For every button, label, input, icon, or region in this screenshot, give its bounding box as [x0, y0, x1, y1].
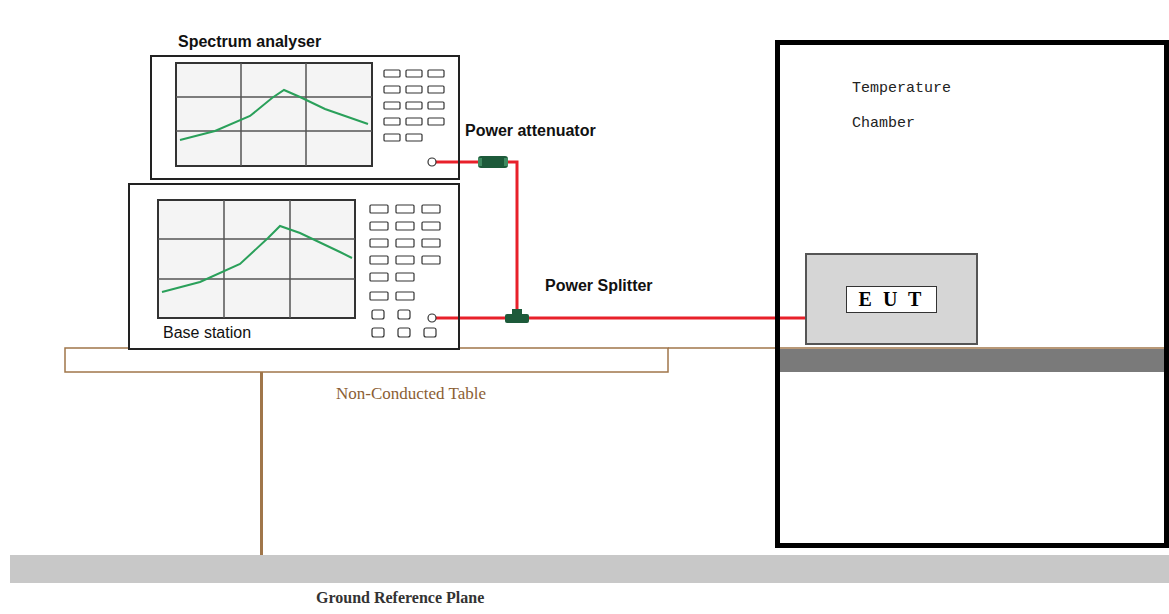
- plane-label: Ground Reference Plane: [316, 589, 484, 607]
- grid-line: [158, 278, 355, 280]
- button: [406, 134, 422, 141]
- node-text: Temperature Chamber: [852, 71, 960, 141]
- button: [370, 205, 388, 213]
- button: [384, 70, 400, 77]
- plane-label-holder: Ground Reference Plane: [316, 589, 484, 607]
- rf-cable: [508, 162, 517, 309]
- button: [370, 222, 388, 230]
- screen-grid: [176, 63, 372, 166]
- button: [422, 222, 440, 230]
- temperature-chamber: Temperature Chamber E U T: [775, 40, 1169, 548]
- attenuator-box: Power attenuator: [478, 156, 508, 168]
- button: [396, 239, 414, 247]
- node-text: Power Splitter: [545, 277, 653, 295]
- node-text: Spectrum analyser: [178, 33, 321, 51]
- button: [406, 102, 422, 109]
- rf-port: [428, 158, 436, 166]
- instrument-body: [128, 183, 460, 348]
- button: [370, 256, 388, 264]
- button: [428, 70, 444, 77]
- button-panel: [384, 70, 444, 141]
- button: [398, 310, 410, 319]
- button: [396, 292, 414, 300]
- grid-line: [305, 63, 307, 166]
- button: [370, 273, 388, 281]
- eut-box: E U T: [805, 253, 978, 345]
- instrument-box: Spectrum analyser: [150, 55, 460, 180]
- attenuator-end: [504, 158, 508, 166]
- rf-port: [428, 314, 436, 322]
- attenuator-symbol: [478, 156, 508, 168]
- table-leg: [260, 372, 263, 555]
- instrument-box: Base station: [128, 183, 460, 350]
- table-label-holder: Non-Conducted Table: [336, 384, 486, 404]
- cable: [435, 161, 460, 164]
- node-text: Base station: [163, 324, 251, 342]
- ground-plane: [10, 555, 1169, 583]
- instrument-screen: [176, 63, 372, 166]
- splitter-box: Power Splitter: [505, 309, 529, 327]
- rf-cable: [460, 317, 505, 320]
- table-label: Non-Conducted Table: [336, 384, 486, 404]
- button: [428, 118, 444, 125]
- button: [372, 310, 384, 319]
- grid-line: [289, 200, 291, 318]
- button: [396, 205, 414, 213]
- grid-line: [158, 238, 355, 240]
- button: [396, 222, 414, 230]
- button: [396, 273, 414, 281]
- grid-line: [223, 200, 225, 318]
- screen-grid: [158, 200, 355, 318]
- cable: [436, 317, 460, 320]
- button: [384, 102, 400, 109]
- button: [406, 118, 422, 125]
- button: [422, 205, 440, 213]
- node-text: Power attenuator: [465, 122, 596, 140]
- button: [384, 86, 400, 93]
- splitter-symbol: [505, 314, 529, 323]
- spectrum-trace: [180, 90, 368, 140]
- spectrum-trace: [162, 226, 352, 292]
- button: [424, 328, 436, 337]
- button: [372, 328, 384, 337]
- button: [422, 239, 440, 247]
- button: [370, 292, 388, 300]
- button: [406, 86, 422, 93]
- button: [428, 86, 444, 93]
- button: [406, 70, 422, 77]
- button: [384, 118, 400, 125]
- button: [370, 239, 388, 247]
- instrument-body: [150, 55, 460, 180]
- grid-line: [176, 130, 372, 132]
- attenuator-end: [478, 158, 482, 166]
- button-panel: [370, 205, 440, 337]
- table-top: [65, 348, 668, 372]
- rf-cable: [460, 161, 478, 164]
- instrument-screen: [158, 200, 355, 318]
- button: [422, 256, 440, 264]
- grid-line: [240, 63, 242, 166]
- node-text: E U T: [846, 286, 938, 313]
- button: [398, 328, 410, 337]
- rf-cable: [529, 317, 805, 320]
- button: [384, 134, 400, 141]
- shelf-edge: [668, 347, 1169, 349]
- button: [428, 102, 444, 109]
- button: [396, 256, 414, 264]
- chamber-shelf: [778, 349, 1169, 372]
